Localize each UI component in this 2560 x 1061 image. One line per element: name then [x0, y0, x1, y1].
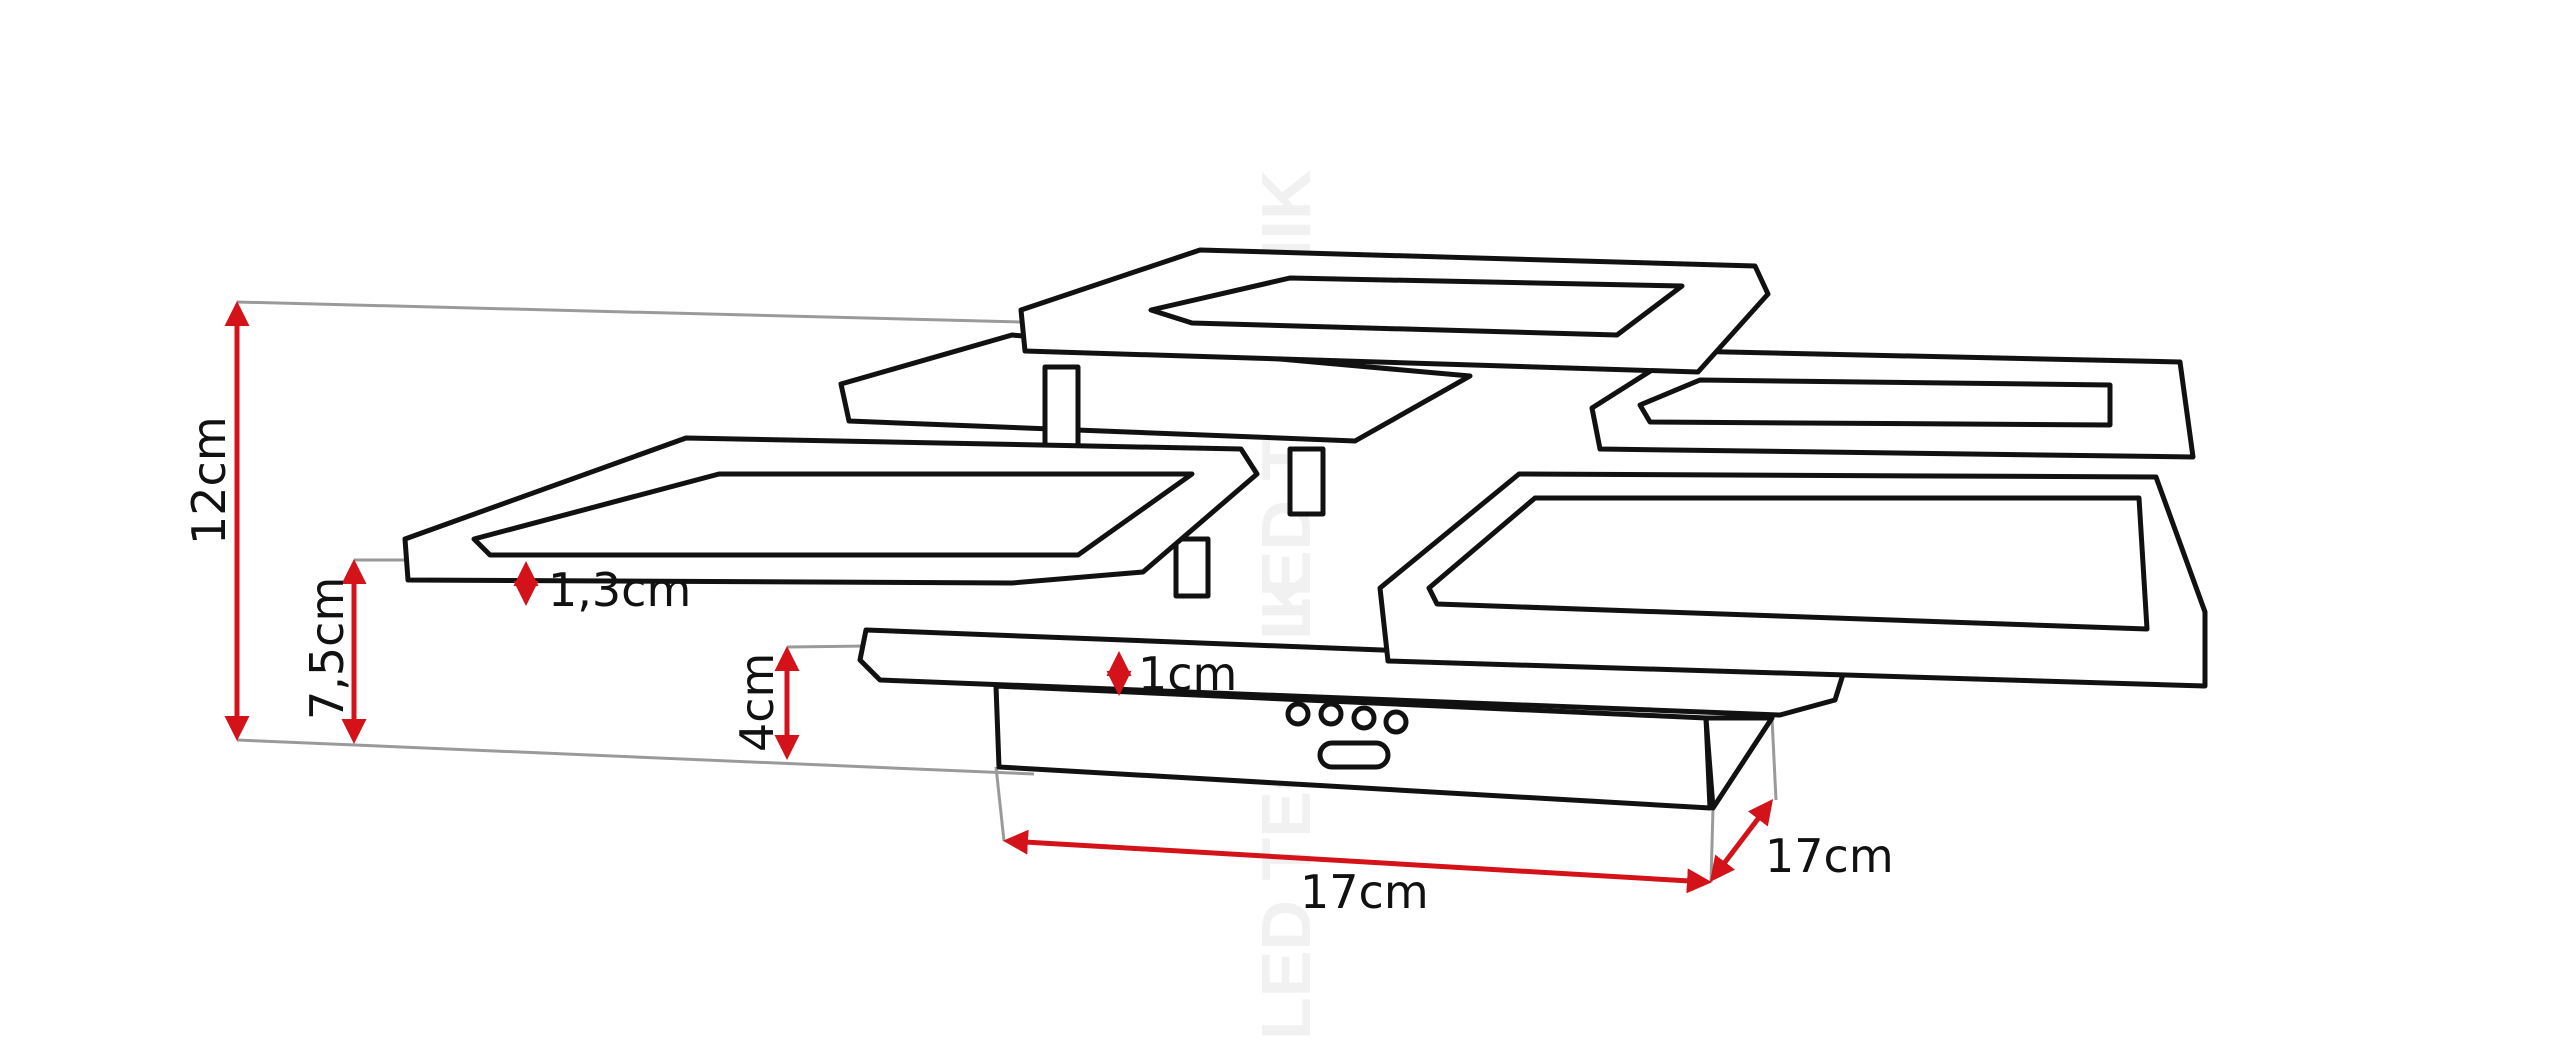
dimension-arrows: [224, 301, 1774, 894]
post: [1173, 536, 1211, 599]
back-left-ring: [838, 332, 1473, 444]
ring-thickness-label: 1,3cm: [548, 563, 691, 617]
ring-height-label: 7,5cm: [300, 577, 354, 720]
total-height-label: 12cm: [182, 416, 236, 545]
post: [1287, 446, 1326, 517]
button: [1351, 705, 1377, 731]
slot: [1317, 740, 1391, 770]
button: [1383, 709, 1409, 735]
button: [1318, 701, 1344, 727]
button: [1285, 701, 1311, 727]
base-height-label: 4cm: [730, 653, 784, 752]
base-depth-label: 17cm: [1765, 829, 1894, 883]
lamp-drawing: [402, 247, 2208, 811]
plate-thickness-label: 1cm: [1138, 647, 1237, 701]
base-width-label: 17cm: [1300, 865, 1429, 919]
base-box-side: [1703, 715, 1775, 811]
